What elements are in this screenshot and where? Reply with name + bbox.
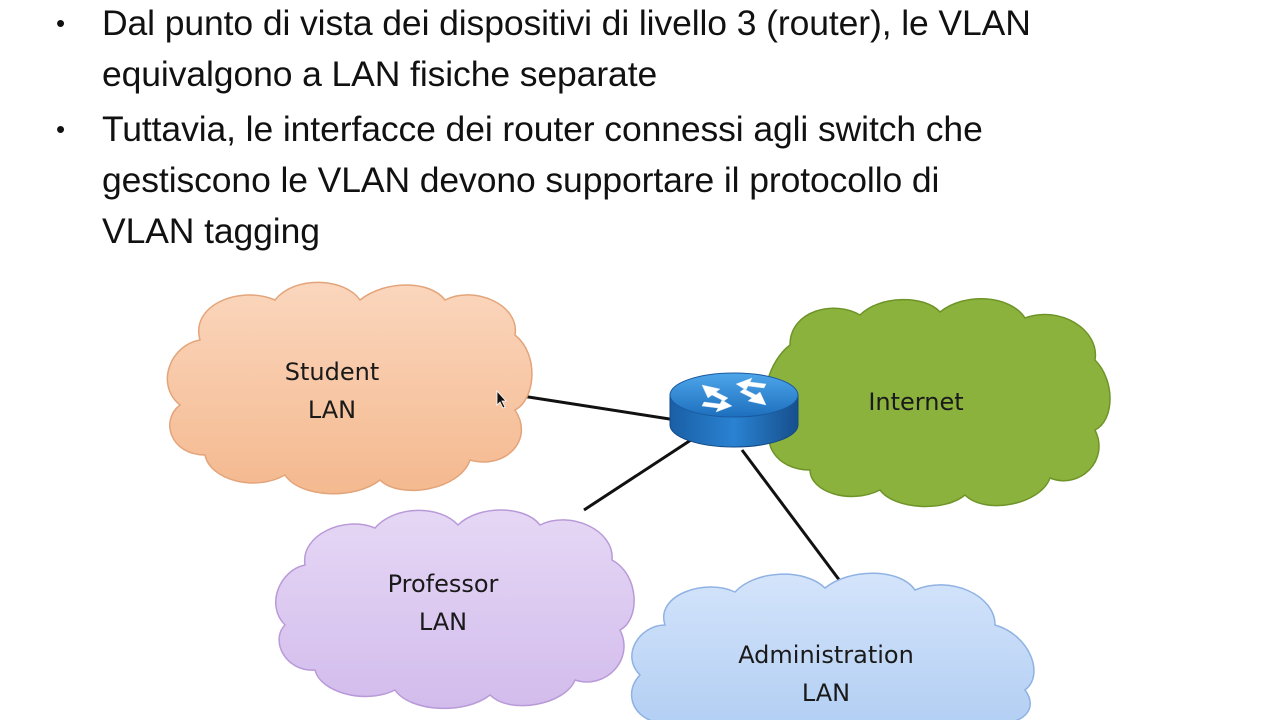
bullet-1-line-2: equivalgono a LAN fisiche separate xyxy=(102,54,658,94)
administration-lan-label-1: Administration xyxy=(738,641,914,669)
professor-lan-cloud: Professor LAN xyxy=(275,509,635,710)
student-lan-label-1: Student xyxy=(285,358,379,386)
administration-lan-cloud: Administration LAN xyxy=(630,572,1035,720)
bullet-text-2: Tuttavia, le interfacce dei router conne… xyxy=(102,104,983,257)
bullet-1-line-1: Dal punto di vista dei dispositivi di li… xyxy=(102,3,1031,43)
bullet-list: • Dal punto di vista dei dispositivi di … xyxy=(50,0,1270,261)
bullet-text-1: Dal punto di vista dei dispositivi di li… xyxy=(102,0,1031,100)
student-lan-cloud: Student LAN xyxy=(166,281,533,495)
internet-label: Internet xyxy=(868,388,963,416)
student-lan-label-2: LAN xyxy=(308,396,356,424)
bullet-symbol: • xyxy=(56,114,66,144)
professor-lan-label-2: LAN xyxy=(419,608,467,636)
professor-lan-label-1: Professor xyxy=(388,570,499,598)
link-student-router xyxy=(521,394,677,422)
router-icon xyxy=(669,372,799,448)
bullet-symbol: • xyxy=(56,8,66,38)
bullet-2-line-1: Tuttavia, le interfacce dei router conne… xyxy=(102,109,983,149)
bullet-2-line-3: VLAN tagging xyxy=(102,211,320,251)
link-professor-router xyxy=(583,436,695,512)
internet-cloud: Internet xyxy=(764,297,1111,508)
mouse-cursor-icon xyxy=(496,389,507,409)
bullet-item-2: • Tuttavia, le interfacce dei router con… xyxy=(50,104,1270,257)
bullet-item-1: • Dal punto di vista dei dispositivi di … xyxy=(50,0,1270,100)
administration-lan-label-2: LAN xyxy=(802,679,850,707)
link-admin-router xyxy=(740,449,845,586)
bullet-2-line-2: gestiscono le VLAN devono supportare il … xyxy=(102,160,940,200)
